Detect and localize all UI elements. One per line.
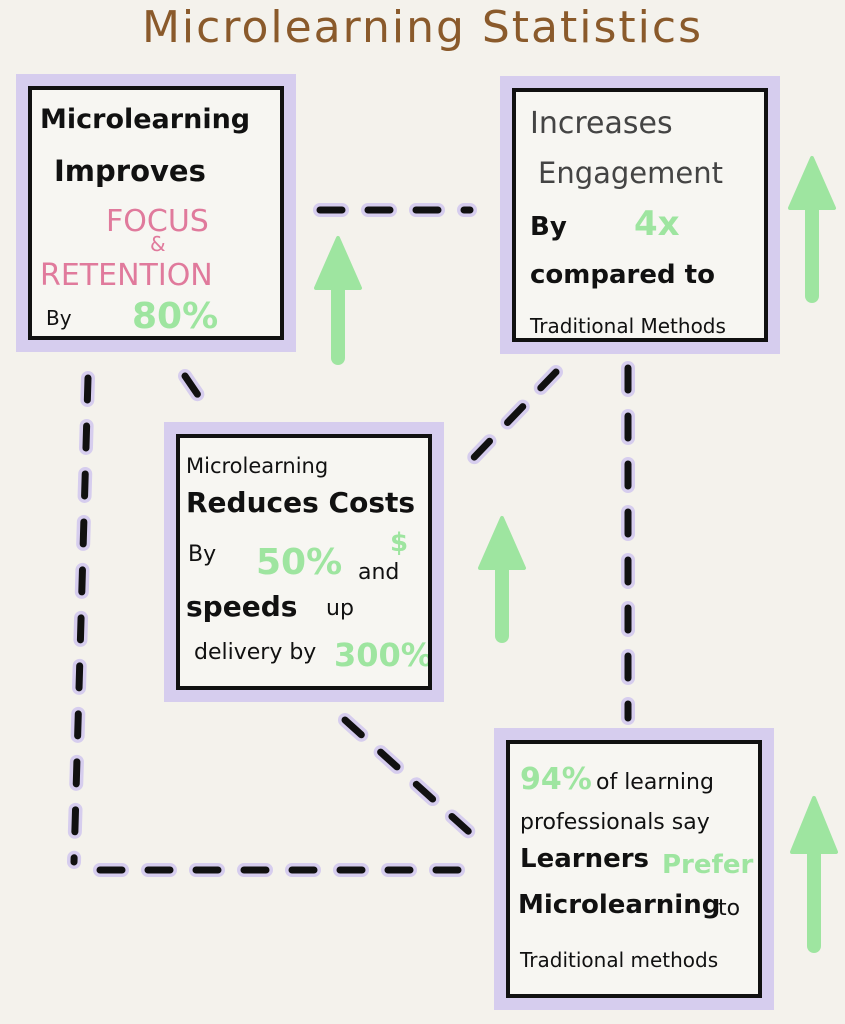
- delivery-label: delivery by: [194, 640, 317, 665]
- by-label: By: [46, 306, 72, 330]
- stat-card-costs: Microlearning Reduces Costs $ By 50% and…: [176, 434, 432, 690]
- by-label: By: [530, 212, 567, 242]
- to-label: to: [718, 896, 741, 921]
- and-label: and: [358, 560, 400, 585]
- professionals-label: professionals say: [520, 810, 710, 835]
- focus-label: FOCUS: [106, 204, 209, 239]
- card-heading: Increases: [530, 106, 673, 141]
- stat-value: 80%: [132, 296, 219, 337]
- stat-card-preference: 94% of learning professionals say Learne…: [506, 740, 762, 998]
- stat-card-engagement: Increases Engagement By 4x compared to T…: [512, 88, 768, 342]
- up-arrow-icon: [478, 516, 526, 643]
- traditional-methods-label: Traditional methods: [520, 948, 719, 972]
- ampersand: &: [150, 232, 166, 256]
- microlearning-label: Microlearning: [518, 890, 721, 920]
- card-heading: Microlearning: [40, 104, 251, 135]
- up-label: up: [326, 596, 354, 621]
- page-title: Microlearning Statistics: [141, 2, 704, 53]
- by-label: By: [188, 542, 217, 567]
- stat-value: 50%: [256, 542, 343, 583]
- stat-card-focus-retention: Microlearning Improves FOCUS & RETENTION…: [28, 86, 284, 340]
- stat-value: 94%: [520, 762, 592, 797]
- reduces-costs-label: Reduces Costs: [186, 486, 416, 519]
- learners-label: Learners: [520, 844, 650, 874]
- stat-value: 4x: [634, 204, 680, 244]
- speeds-label: speeds: [186, 590, 298, 623]
- learning-label: of learning: [596, 770, 714, 795]
- up-arrow-icon: [788, 156, 836, 303]
- stat-value-secondary: 300%: [334, 636, 432, 674]
- dollar-icon: $: [390, 528, 409, 558]
- card-heading: Microlearning: [186, 454, 329, 478]
- compared-label: compared to: [530, 260, 715, 290]
- card-heading-engagement: Engagement: [538, 156, 723, 190]
- up-arrow-icon: [314, 236, 362, 365]
- retention-label: RETENTION: [40, 258, 213, 293]
- card-heading-verb: Improves: [54, 154, 206, 188]
- prefer-label: Prefer: [662, 850, 754, 880]
- up-arrow-icon: [790, 796, 838, 953]
- traditional-methods-label: Traditional Methods: [530, 314, 726, 338]
